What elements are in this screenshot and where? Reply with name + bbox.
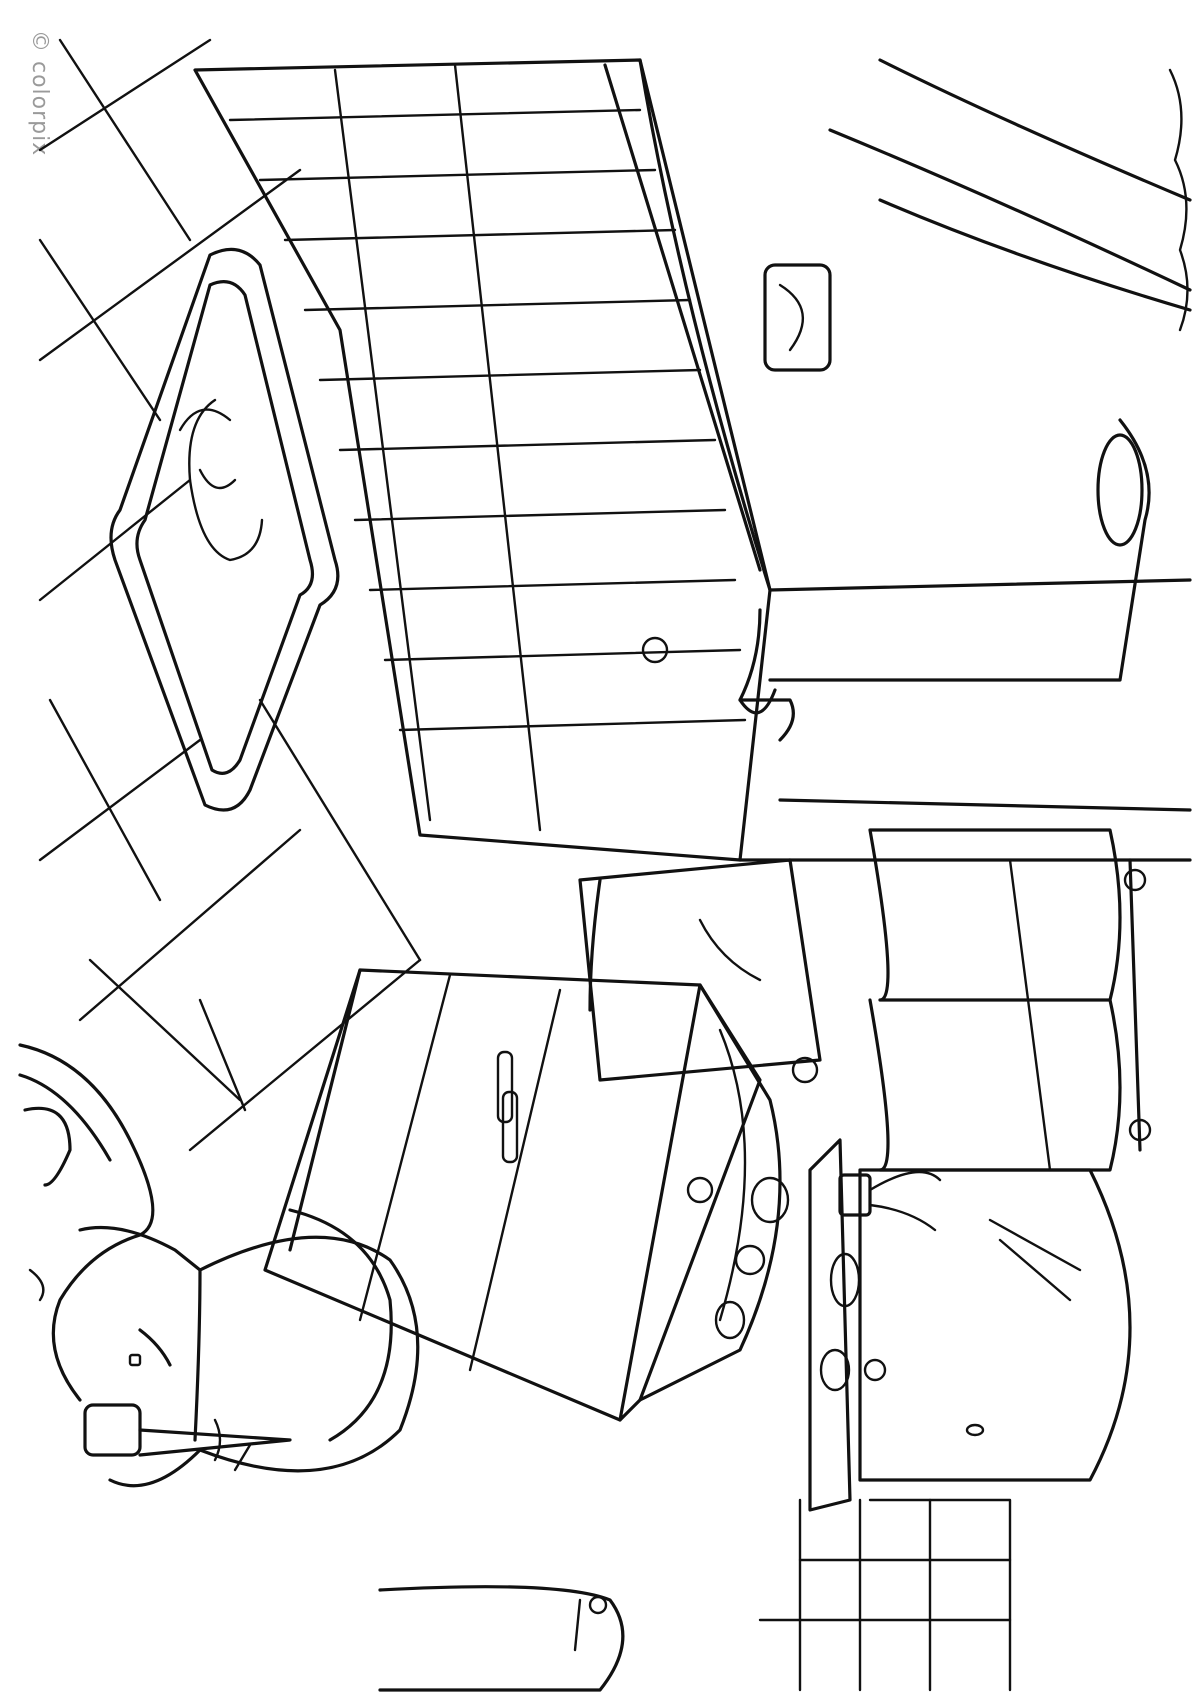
shower-wall	[738, 58, 1192, 862]
cabinet-handle-icon	[501, 1090, 519, 1164]
cabinet-handle-icon	[496, 1050, 514, 1124]
mirror-and-shelf	[808, 1138, 1132, 1512]
toilet	[78, 1208, 625, 1692]
cup-icon	[838, 1173, 872, 1217]
bathtub	[193, 58, 795, 862]
sink-drain-icon	[686, 1176, 714, 1204]
bottle-icon	[819, 1348, 851, 1392]
vanity-cabinet	[263, 968, 790, 1422]
drain-icon	[641, 636, 669, 664]
bath-mat	[109, 247, 340, 812]
rug	[18, 1043, 155, 1402]
wall-tiles	[758, 858, 1052, 1692]
laundry-basket	[578, 858, 822, 1084]
toilet-brush	[83, 1403, 292, 1472]
shower-head-icon	[1096, 433, 1144, 547]
faucet-icon	[750, 1176, 790, 1224]
floor-tiles	[38, 38, 422, 1152]
soap-dish-icon	[763, 263, 832, 372]
towels	[868, 828, 1152, 1172]
